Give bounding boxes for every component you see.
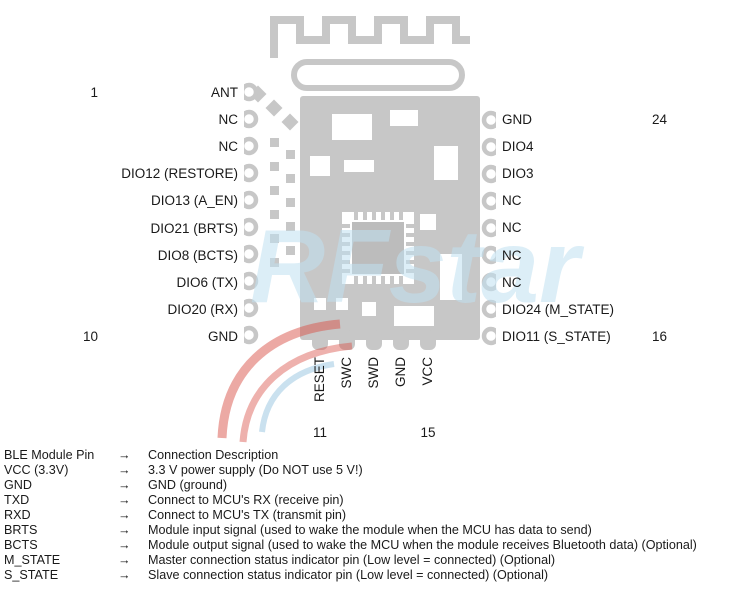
legend-pin-name: M_STATE [4, 553, 61, 568]
legend-description: Connect to MCU's RX (receive pin) [148, 492, 344, 507]
pin-label: DIO20 (RX) [167, 301, 238, 317]
legend-row: TXD → Connect to MCU's RX (receive pin) [4, 492, 748, 507]
pin-label: NC [502, 274, 522, 290]
pin-row-left: 1 ANT [60, 79, 238, 106]
pin-row-right: NC [502, 187, 712, 214]
pin-label: DIO4 [502, 139, 534, 155]
pin-number: 16 [652, 328, 668, 344]
legend-row: BRTS → Module input signal (used to wake t… [4, 522, 748, 537]
legend-pin-name: TXD [4, 492, 30, 507]
pin-label: NC [502, 193, 522, 209]
pin-label: SWC [339, 357, 354, 389]
pin-label: SWD [366, 357, 381, 389]
pin-row-right: DIO3 [502, 160, 712, 187]
legend-pin-name: BLE Module Pin [4, 447, 95, 462]
pin-label: VCC [420, 357, 435, 386]
pin-row-left: DIO12 (RESTORE) [60, 160, 238, 187]
legend-row: VCC (3.3V) → 3.3 V power supply (Do NOT us… [4, 462, 748, 477]
pin-row-left: DIO13 (A_EN) [60, 187, 238, 214]
pin-row-left: 10 GND [60, 323, 238, 350]
pin-label: NC [218, 112, 239, 128]
legend-pin-name: GND [4, 477, 32, 492]
pin-label: GND [208, 328, 238, 344]
bottom-pads [312, 330, 436, 350]
via-pads [249, 85, 299, 267]
arrow-icon: → [118, 553, 131, 568]
pin-label: GND [393, 357, 408, 387]
pin-number: 15 [420, 425, 436, 440]
legend-description: Connection Description [148, 447, 279, 462]
pin-row-right: NC [502, 214, 712, 241]
pin-number: 1 [90, 85, 98, 101]
pin-label: ANT [211, 85, 238, 101]
legend-description: Module input signal (used to wake the mo… [148, 523, 592, 538]
arrow-icon: → [118, 507, 131, 522]
legend-description: Connect to MCU's TX (transmit pin) [148, 507, 347, 522]
legend-description: 3.3 V power supply (Do NOT use 5 V!) [148, 462, 363, 477]
legend-row: BLE Module Pin → Connection Description [4, 447, 748, 462]
legend-row: RXD → Connect to MCU's TX (transmit pin) [4, 507, 748, 522]
legend-description: GND (ground) [148, 477, 228, 492]
pin-row-left: DIO20 (RX) [60, 296, 238, 323]
pin-label: NC [218, 139, 239, 155]
legend-pin-name: RXD [4, 507, 31, 522]
arrow-icon: → [118, 492, 131, 507]
pin-label: DIO24 (M_STATE) [502, 301, 615, 317]
pin-number: 10 [82, 328, 98, 344]
component-cutouts [310, 110, 462, 326]
legend-row: M_STATE → Master connection status indicat… [4, 553, 748, 568]
pin-label: NC [502, 220, 522, 236]
legend-pin-name: VCC (3.3V) [4, 462, 69, 477]
pin-row-right: DIO24 (M_STATE) [502, 296, 712, 323]
pin-row-right: DIO4 [502, 133, 712, 160]
castellation-pads-right [481, 110, 496, 346]
pin-label: DIO6 (TX) [176, 274, 238, 290]
pin-label: DIO12 (RESTORE) [121, 166, 238, 182]
pin-row-right: DIO11 (S_STATE) 16 [502, 323, 712, 350]
pin-row-left: NC [60, 133, 239, 160]
pin-label: DIO8 (BCTS) [157, 247, 238, 263]
antenna-trace [270, 16, 470, 58]
bottom-pin-list: RESET 11 SWC SWD GND VCC 15 [244, 357, 494, 457]
pin-label: DIO21 (BRTS) [150, 220, 238, 236]
pin-label: GND [502, 112, 532, 128]
pin-label: DIO13 (A_EN) [150, 193, 238, 209]
arrow-icon: → [118, 477, 131, 492]
pin-number: 24 [652, 112, 668, 128]
arrow-icon: → [118, 523, 131, 538]
legend-description: Module output signal (used to wake the M… [148, 538, 697, 553]
pin-label: DIO11 (S_STATE) [502, 328, 611, 344]
legend-row: GND → GND (ground) [4, 477, 748, 492]
arrow-icon: → [118, 447, 131, 462]
legend-description: Slave connection status indicator pin (L… [148, 568, 549, 583]
arrow-icon: → [118, 538, 131, 553]
pin-row-left: DIO8 (BCTS) [60, 242, 238, 269]
pin-row-left: DIO6 (TX) [60, 269, 238, 296]
arrow-icon: → [118, 462, 131, 477]
legend-row: S_STATE → Slave connection status indicato… [4, 568, 748, 583]
pin-row-right: NC [502, 269, 712, 296]
pin-row-right: NC [502, 241, 712, 268]
ic-pins [342, 212, 414, 284]
legend-pin-name: BCTS [4, 538, 38, 553]
pin-row-left: DIO21 (BRTS) [60, 214, 238, 241]
legend-row: BCTS → Module output signal (used to wake … [4, 538, 748, 553]
shield-outline [291, 59, 465, 91]
pin-label: DIO3 [502, 166, 534, 182]
legend-pin-name: S_STATE [4, 568, 59, 583]
castellation-pads-left [244, 82, 259, 345]
pin-row-right: GND 24 [502, 106, 712, 133]
pin-label: RESET [312, 357, 327, 403]
ic-chip [352, 222, 404, 274]
pin-label: NC [502, 247, 522, 263]
pin-number: 11 [312, 425, 327, 440]
module-graphic [244, 16, 496, 350]
arrow-icon: → [118, 568, 131, 583]
pin-row-left: NC [60, 106, 239, 133]
legend-pin-name: BRTS [4, 523, 38, 538]
left-pin-list: 1 ANT NC NC DIO12 (RESTORE) DIO13 (A_EN) DIO21… [60, 79, 238, 350]
legend-description: Master connection status indicator pin (… [148, 553, 556, 568]
